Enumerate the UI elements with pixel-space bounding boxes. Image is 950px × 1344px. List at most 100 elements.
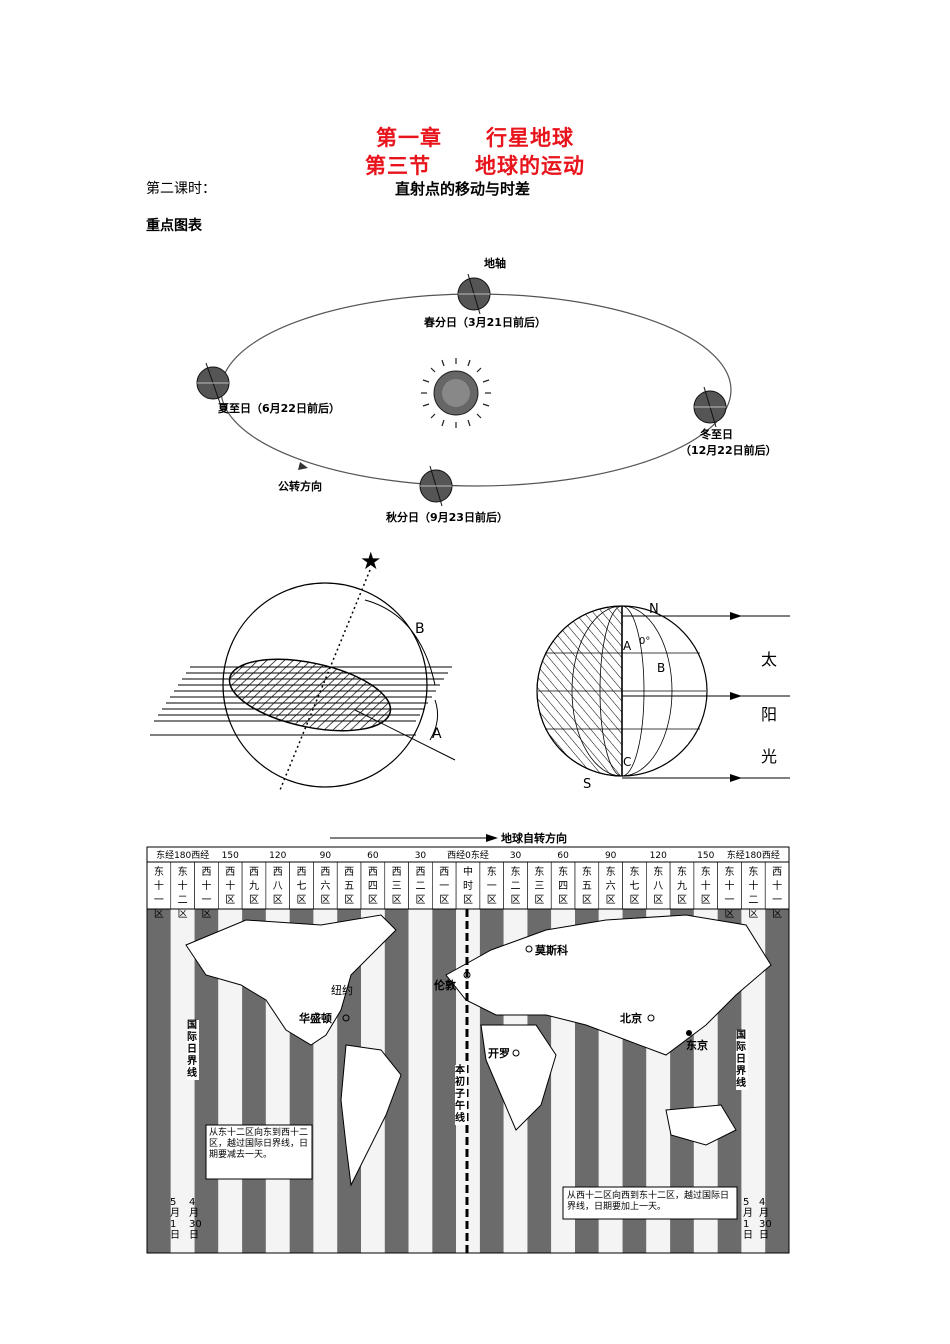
zone-label: 区 — [582, 894, 592, 906]
section-title: 第三节 地球的运动 — [365, 153, 585, 178]
longitude-label: 60 — [367, 851, 379, 861]
zone-label: 六 — [606, 880, 616, 892]
zone-label: 东 — [582, 865, 592, 878]
zone-label: 区 — [534, 894, 544, 906]
zone-label: 一 — [201, 895, 211, 906]
zone-stripe — [265, 862, 290, 1253]
zone-stripe — [432, 862, 457, 1253]
zone-stripe — [313, 862, 338, 1253]
zone-label: 西 — [249, 867, 259, 878]
zone-label: 三 — [392, 881, 402, 892]
zone-label: 一 — [487, 881, 497, 892]
zone-label: 区 — [677, 894, 687, 906]
cairo-label: 开罗 — [488, 1047, 510, 1060]
earth-spring — [457, 273, 491, 315]
zone-label: 十 — [725, 879, 735, 892]
zone-label: 中 — [463, 865, 473, 878]
zone-label: 西 — [297, 867, 307, 878]
zone-label: 十 — [748, 879, 758, 892]
zone-stripe — [170, 862, 195, 1253]
zone-label: 十 — [178, 879, 188, 892]
zone-stripe — [218, 862, 243, 1253]
zone-label: 区 — [320, 894, 330, 906]
zone-label: 二 — [511, 881, 521, 892]
orbit-figure: 地轴 春分日（3月21日前后） 夏至日（6月22日前后） 冬至日 （12月22日… — [196, 256, 777, 524]
point-c-label: C — [623, 755, 631, 769]
idl-label-left: 国际日界线 — [187, 1020, 199, 1080]
zone-label: 东 — [629, 865, 639, 878]
zone-label: 西 — [320, 867, 330, 878]
zone-label: 西 — [368, 867, 378, 878]
prime-meridian-label: 本初子午线 — [455, 1065, 467, 1125]
zone-label: 西 — [201, 867, 211, 878]
zone-label: 西 — [273, 867, 283, 878]
earth-autumn — [419, 465, 453, 507]
zone-label: 十 — [225, 879, 235, 892]
longitude-label: 150 — [697, 851, 714, 861]
beijing-label: 北京 — [620, 1011, 642, 1025]
washington-label: 华盛顿 — [299, 1011, 332, 1025]
zone-label: 六 — [320, 880, 330, 892]
zone-label: 四 — [558, 881, 568, 892]
zone-label: 区 — [273, 894, 283, 906]
rotation-label: 地球自转方向 — [501, 831, 567, 845]
zone-label: 区 — [772, 908, 782, 920]
zone-label: 八 — [653, 881, 663, 892]
zone-label: 东 — [178, 865, 188, 878]
zone-label: 区 — [629, 894, 639, 906]
zone-label: 东 — [154, 865, 164, 878]
longitude-label: 90 — [320, 851, 332, 861]
earth-winter — [693, 386, 727, 428]
star-icon: ★ — [360, 547, 382, 575]
spring-equinox-label: 春分日（3月21日前后） — [424, 315, 546, 329]
zone-label: 区 — [392, 894, 402, 906]
lesson-label: 第二课时： — [146, 181, 216, 197]
sun-char-2: 阳 — [761, 705, 777, 724]
zone-label: 十 — [701, 879, 711, 892]
zone-label: 一 — [154, 895, 164, 906]
chapter-title: 第一章 行星地球 — [376, 125, 574, 150]
zone-label: 时 — [463, 880, 473, 892]
zone-label: 五 — [582, 881, 592, 892]
zone-label: 区 — [487, 894, 497, 906]
zone-label: 十 — [201, 879, 211, 892]
zone-label: 二 — [415, 881, 425, 892]
zone-label: 八 — [273, 881, 283, 892]
zone-label: 东 — [677, 865, 687, 878]
longitude-label: 东经180西经 — [727, 849, 780, 861]
zone-label: 西 — [415, 867, 425, 878]
zone-label: 东 — [701, 865, 711, 878]
key-figures-heading: 重点图表 — [146, 218, 202, 234]
note-west: 从东十二区向东到西十二区，越过国际日界线，日期要减去一天。 — [209, 1128, 309, 1160]
note-east: 从西十二区向西到东十二区，越过国际日界线，日期要加上一天。 — [567, 1191, 730, 1212]
earth-summer — [196, 362, 230, 404]
zone-label: 东 — [725, 865, 735, 878]
zone-label: 西 — [772, 867, 782, 878]
zone-stripe — [765, 862, 789, 1253]
london-label: 伦敦 — [434, 978, 457, 992]
zone-stripe — [289, 862, 314, 1253]
angle-b-label: B — [415, 621, 425, 637]
longitude-label: 90 — [605, 851, 617, 861]
zone-label: 四 — [368, 881, 378, 892]
zone-label: 十 — [154, 879, 164, 892]
zone-stripe — [384, 862, 409, 1253]
topic-title: 直射点的移动与时差 — [395, 180, 531, 198]
longitude-label: 120 — [650, 851, 667, 861]
zone-label: 区 — [558, 894, 568, 906]
zone-label: 二 — [748, 895, 758, 906]
date-left-2: 4月30日 — [189, 1197, 202, 1241]
zone-label: 十 — [772, 879, 782, 892]
zone-label: 七 — [629, 880, 639, 892]
zone-label: 西 — [439, 867, 449, 878]
zone-label: 东 — [534, 865, 544, 878]
zone-label: 区 — [201, 908, 211, 920]
point-b-label: B — [657, 661, 665, 675]
zone-label: 二 — [178, 895, 188, 906]
zone-stripe — [408, 862, 433, 1253]
zone-label: 西 — [225, 867, 235, 878]
zone-label: 区 — [178, 908, 188, 920]
ecliptic-angle-figure: ★ B A — [150, 547, 456, 791]
zone-label: 一 — [772, 895, 782, 906]
